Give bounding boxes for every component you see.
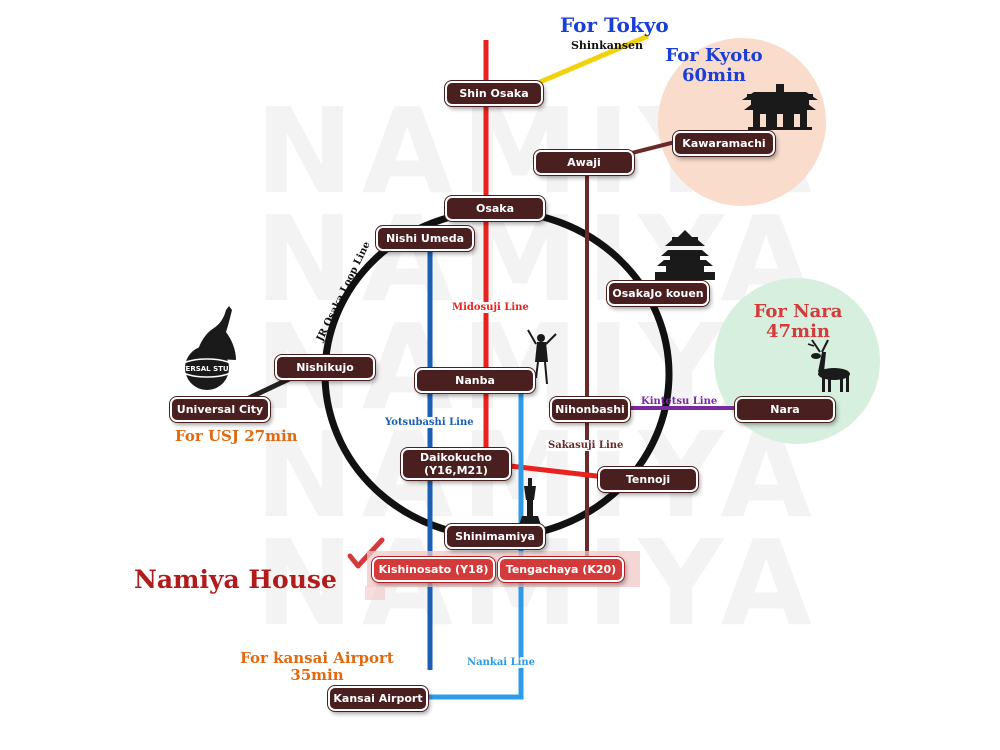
- station-tennoji[interactable]: Tennoji: [598, 467, 698, 492]
- for-airport-label: For kansai Airport 35min: [228, 650, 406, 683]
- station-nishikujo[interactable]: Nishikujo: [275, 355, 375, 380]
- for-airport-time: 35min: [290, 665, 344, 684]
- deer-icon: [807, 339, 850, 392]
- performer-icon: [527, 329, 557, 385]
- station-tengachaya[interactable]: Tengachaya (K20): [498, 557, 624, 582]
- station-nara[interactable]: Nara: [735, 397, 835, 422]
- for-kyoto-title: For Kyoto: [665, 45, 763, 66]
- check-mark-icon: [347, 537, 385, 569]
- midosuji-line-label: Midosuji Line: [450, 302, 531, 313]
- for-nara-time: 47min: [765, 320, 831, 342]
- station-shinimamiya[interactable]: Shinimamiya: [445, 524, 545, 549]
- for-kyoto-time: 60min: [681, 64, 747, 86]
- for-nara-title: For Nara: [753, 301, 843, 322]
- for-usj-label: For USJ 27min: [175, 427, 298, 445]
- watermark-row-4: NAMIYA: [255, 406, 820, 544]
- shinkansen-label: Shinkansen: [571, 39, 643, 52]
- nankai-line-label: Nankai Line: [465, 657, 538, 668]
- station-nihonbashi[interactable]: Nihonbashi: [550, 397, 630, 422]
- for-kyoto-label: For Kyoto 60min: [652, 46, 776, 86]
- osaka-castle-icon: [655, 230, 715, 280]
- station-universal-city[interactable]: Universal City: [170, 397, 270, 422]
- universal-studios-logo: UNIVERSAL STUDIOS: [166, 306, 248, 390]
- kintetsu-line-label: Kintetsu Line: [641, 396, 718, 407]
- daikokucho-code: (Y16,M21): [424, 464, 488, 477]
- station-kishinosato[interactable]: Kishinosato (Y18): [372, 557, 495, 582]
- station-kansai-airport[interactable]: Kansai Airport: [328, 686, 428, 711]
- station-nishi-umeda[interactable]: Nishi Umeda: [376, 226, 474, 251]
- station-osaka[interactable]: Osaka: [445, 196, 545, 221]
- station-osakajo-kouen[interactable]: OsakaJo kouen: [607, 281, 709, 306]
- sakasuji-line-label: Sakasuji Line: [546, 440, 626, 451]
- namiya-house-underline: [365, 586, 385, 600]
- tennoji-connector-line: [509, 463, 606, 480]
- shinkansen-line: [539, 33, 649, 85]
- yotsubashi-line-label: Yotsubashi Line: [383, 417, 476, 428]
- station-awaji[interactable]: Awaji: [534, 150, 634, 175]
- for-nara-label: For Nara 47min: [742, 302, 854, 342]
- station-nanba[interactable]: Nanba: [415, 368, 535, 393]
- daikokucho-name: Daikokucho: [420, 451, 492, 464]
- jr-loop-line-label: JR Osaka Loop Line: [314, 240, 372, 344]
- nankai-line: [425, 390, 524, 700]
- station-daikokucho[interactable]: Daikokucho (Y16,M21): [401, 448, 511, 480]
- svg-text:UNIVERSAL STUDIOS: UNIVERSAL STUDIOS: [166, 365, 248, 373]
- station-kawaramachi[interactable]: Kawaramachi: [673, 131, 775, 156]
- for-tokyo-label: For Tokyo: [560, 13, 669, 37]
- station-shin-osaka[interactable]: Shin Osaka: [445, 81, 543, 106]
- kyoto-area-circle: [658, 38, 826, 206]
- kyoto-temple-icon: [742, 84, 818, 130]
- for-airport-title: For kansai Airport: [240, 649, 394, 667]
- namiya-house-title: Namiya House: [134, 565, 337, 594]
